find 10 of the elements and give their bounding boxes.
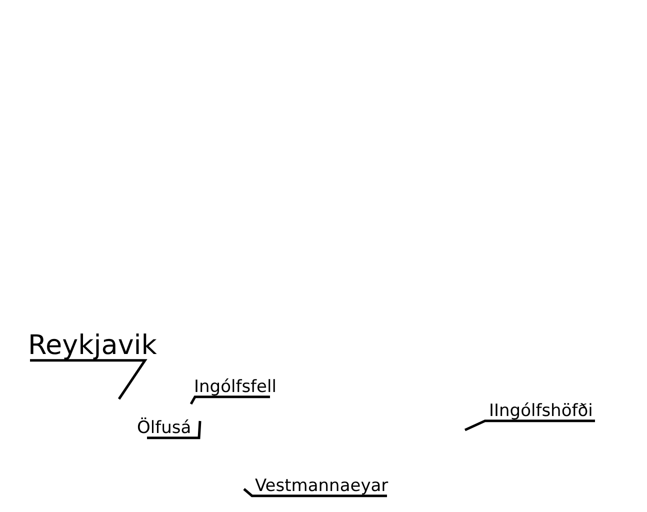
- leader-line: [190, 396, 270, 405]
- leader-line: [243, 488, 387, 498]
- leader-line: [30, 359, 148, 400]
- place-label: Ölfusá: [137, 420, 192, 438]
- place-label: Ingólfsfell: [194, 379, 276, 397]
- leader-line: [464, 420, 595, 432]
- place-label: Reykjavik: [28, 332, 157, 360]
- place-label: Vestmannaeyar: [255, 478, 388, 496]
- place-label: IIngólfshöfði: [489, 403, 593, 421]
- leader-line: [147, 420, 202, 440]
